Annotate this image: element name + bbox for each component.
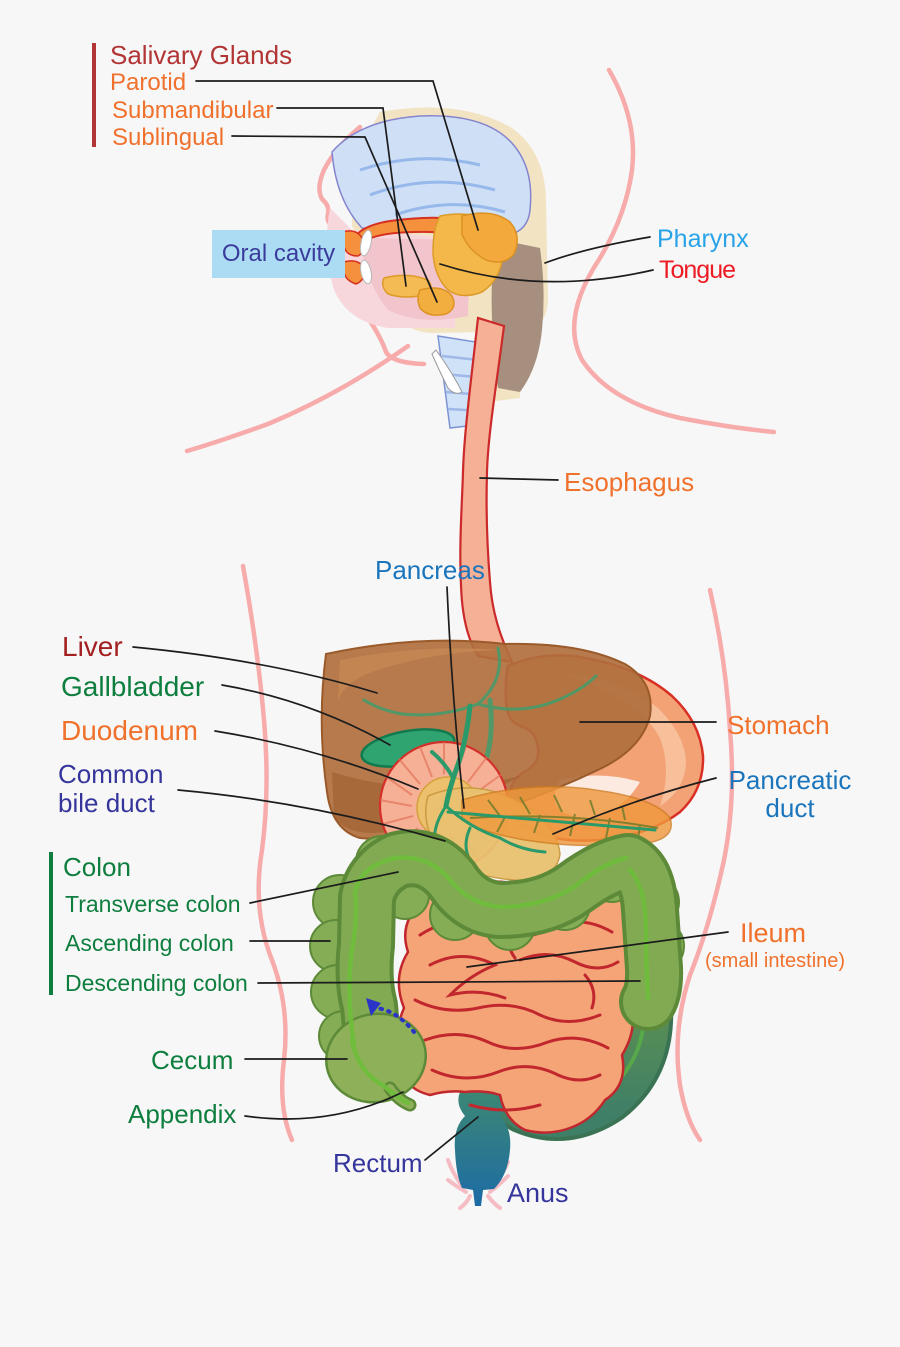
label-sublingual: Sublingual xyxy=(112,124,225,151)
leader-pancreatic-duct xyxy=(552,777,717,835)
body-outline xyxy=(184,67,777,1143)
flow-arrow-dots xyxy=(374,1006,416,1034)
label-colon: Colon xyxy=(63,852,131,882)
label-submandibular: Submandibular xyxy=(112,97,274,124)
pancreas-shape xyxy=(461,785,672,847)
leader-pancreas xyxy=(446,586,465,809)
leader-rectum xyxy=(424,1116,479,1161)
right-head-shoulder-outline xyxy=(571,67,777,435)
nasal-streaks xyxy=(359,157,506,217)
liver-highlight xyxy=(338,648,500,700)
flow-arrow-head xyxy=(366,998,381,1016)
colon-tube xyxy=(339,833,680,1087)
label-ascending-colon: Ascending colon xyxy=(65,930,234,956)
colon-group xyxy=(309,829,685,1112)
label-liver: Liver xyxy=(62,631,123,662)
leader-submandibular xyxy=(276,107,407,287)
colon-bright-lines xyxy=(347,855,651,1106)
label-gallbladder: Gallbladder xyxy=(61,671,205,702)
label-anus: Anus xyxy=(507,1178,569,1208)
pancreatic-duct-shape xyxy=(446,810,657,832)
torso-right-outline xyxy=(675,587,735,1143)
leader-lines xyxy=(132,80,729,1161)
leader-appendix xyxy=(244,1091,404,1120)
common-bile-duct-shape xyxy=(443,703,473,809)
torso-left-outline xyxy=(240,563,295,1143)
label-esophagus: Esophagus xyxy=(564,467,695,497)
cystic-duct-shape xyxy=(430,750,454,778)
left-shoulder-outline xyxy=(184,343,411,454)
label-tongue: Tongue xyxy=(659,256,736,284)
label-pharynx: Pharynx xyxy=(657,225,749,253)
epiglottis-shape xyxy=(431,349,463,394)
label-stomach: Stomach xyxy=(727,710,830,740)
leader-sublingual xyxy=(231,135,438,303)
leader-ileum xyxy=(466,931,729,968)
leader-tongue xyxy=(439,263,654,283)
lower-tooth xyxy=(360,259,372,285)
label-pancreatic-duct: Pancreatic duct xyxy=(728,765,852,823)
label-ileum-sub: (small intestine) xyxy=(705,950,846,972)
label-ileum: Ileum xyxy=(740,918,807,948)
leader-liver xyxy=(132,646,378,694)
colon-bracket xyxy=(49,852,53,995)
label-descending-colon: Descending colon xyxy=(65,970,248,996)
label-parotid: Parotid xyxy=(110,69,187,96)
leader-transverse-colon xyxy=(249,871,399,904)
leader-pharynx xyxy=(544,236,651,264)
bile-ducts xyxy=(430,703,657,862)
leader-gallbladder xyxy=(221,684,391,746)
leader-parotid xyxy=(195,80,479,231)
pharynx-wall-shape xyxy=(491,238,544,392)
label-rectum: Rectum xyxy=(333,1148,423,1178)
label-common-bile-duct: Common bile duct xyxy=(58,759,164,818)
leader-esophagus xyxy=(479,477,559,481)
flow-arrow xyxy=(366,998,416,1034)
salivary-glands-bracket xyxy=(92,43,96,147)
label-duodenum: Duodenum xyxy=(61,715,198,746)
leader-descending-colon xyxy=(257,980,641,984)
label-cecum: Cecum xyxy=(151,1045,234,1075)
lower-gum-shape xyxy=(343,260,366,285)
leader-common-bile-duct xyxy=(177,789,446,842)
upper-tooth xyxy=(359,229,373,257)
label-transverse-colon: Transverse colon xyxy=(65,891,241,917)
leader-duodenum xyxy=(214,730,419,790)
label-appendix: Appendix xyxy=(128,1099,237,1129)
label-salivary-glands: Salivary Glands xyxy=(110,40,293,70)
label-pancreas: Pancreas xyxy=(375,555,485,585)
label-oral-cavity: Oral cavity xyxy=(212,230,345,278)
